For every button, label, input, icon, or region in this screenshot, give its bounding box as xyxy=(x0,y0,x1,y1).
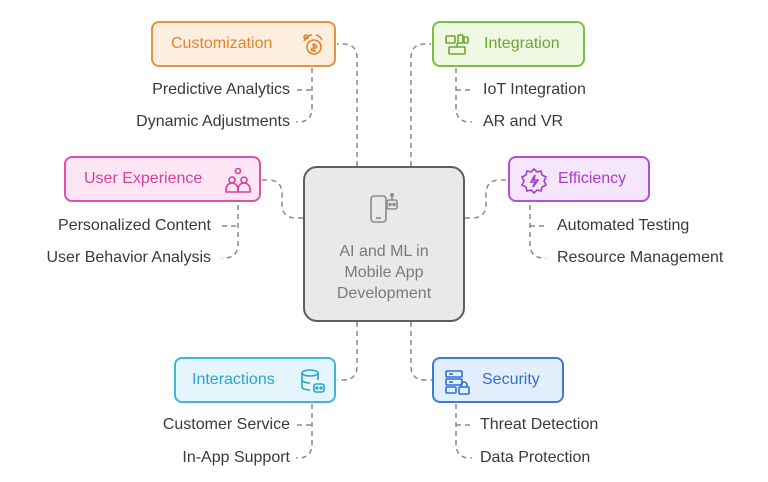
gear-lightning-icon xyxy=(520,167,548,200)
interactions-label: Interactions xyxy=(192,371,275,388)
devices-icon xyxy=(444,32,470,63)
customization-item-2: Dynamic Adjustments xyxy=(136,113,290,130)
efficiency-label: Efficiency xyxy=(558,170,627,187)
efficiency-box: Efficiency xyxy=(508,156,650,202)
server-lock-icon xyxy=(444,368,472,401)
security-item-2: Data Protection xyxy=(480,449,591,466)
center-title: AI and ML in Mobile App Development xyxy=(336,243,432,302)
efficiency-item-1: Automated Testing xyxy=(557,217,690,234)
center-node: AI and ML in Mobile App Development xyxy=(303,166,465,322)
user-experience-box: User Experience xyxy=(64,156,261,202)
customization-box: Customization xyxy=(151,21,336,67)
user-experience-item-2: User Behavior Analysis xyxy=(46,249,211,266)
database-chat-icon xyxy=(299,368,327,401)
integration-label: Integration xyxy=(484,35,560,52)
integration-item-1: IoT Integration xyxy=(483,81,586,98)
security-label: Security xyxy=(482,371,540,388)
customization-item-1: Predictive Analytics xyxy=(152,81,290,98)
users-icon xyxy=(224,167,252,200)
user-experience-item-1: Personalized Content xyxy=(58,217,211,234)
security-item-1: Threat Detection xyxy=(480,416,599,433)
security-box: Security xyxy=(432,357,564,403)
efficiency-item-2: Resource Management xyxy=(557,249,724,266)
money-gear-icon xyxy=(300,32,326,63)
interactions-item-1: Customer Service xyxy=(162,416,290,433)
mobile-robot-icon xyxy=(369,190,399,231)
interactions-box: Interactions xyxy=(174,357,336,403)
customization-label: Customization xyxy=(171,35,273,52)
user-experience-label: User Experience xyxy=(84,170,203,187)
interactions-item-2: In-App Support xyxy=(182,449,290,466)
integration-item-2: AR and VR xyxy=(483,113,564,130)
integration-box: Integration xyxy=(432,21,585,67)
